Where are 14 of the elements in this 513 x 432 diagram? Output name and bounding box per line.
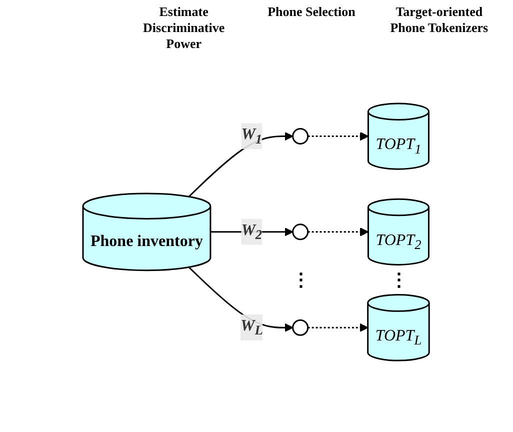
edge-label: W$_{L}$ — [240, 318, 264, 338]
column-heading: Estimate Discriminative Power — [142, 4, 226, 52]
node-circle — [292, 128, 310, 144]
arrow — [308, 132, 370, 141]
node-circle — [292, 319, 310, 336]
arrow — [308, 228, 370, 236]
edge-label: W$_{1}$ — [242, 126, 263, 146]
column-heading: Phone Selection — [266, 4, 356, 21]
ellipsis: ⋮ — [292, 268, 310, 291]
node-circle — [292, 224, 310, 240]
arrow — [308, 323, 369, 332]
edge-label: W$_{2}$ — [242, 222, 263, 242]
ellipsis: ⋮ — [390, 268, 408, 291]
column-heading: Target-oriented Phone Tokenizers — [389, 4, 490, 37]
